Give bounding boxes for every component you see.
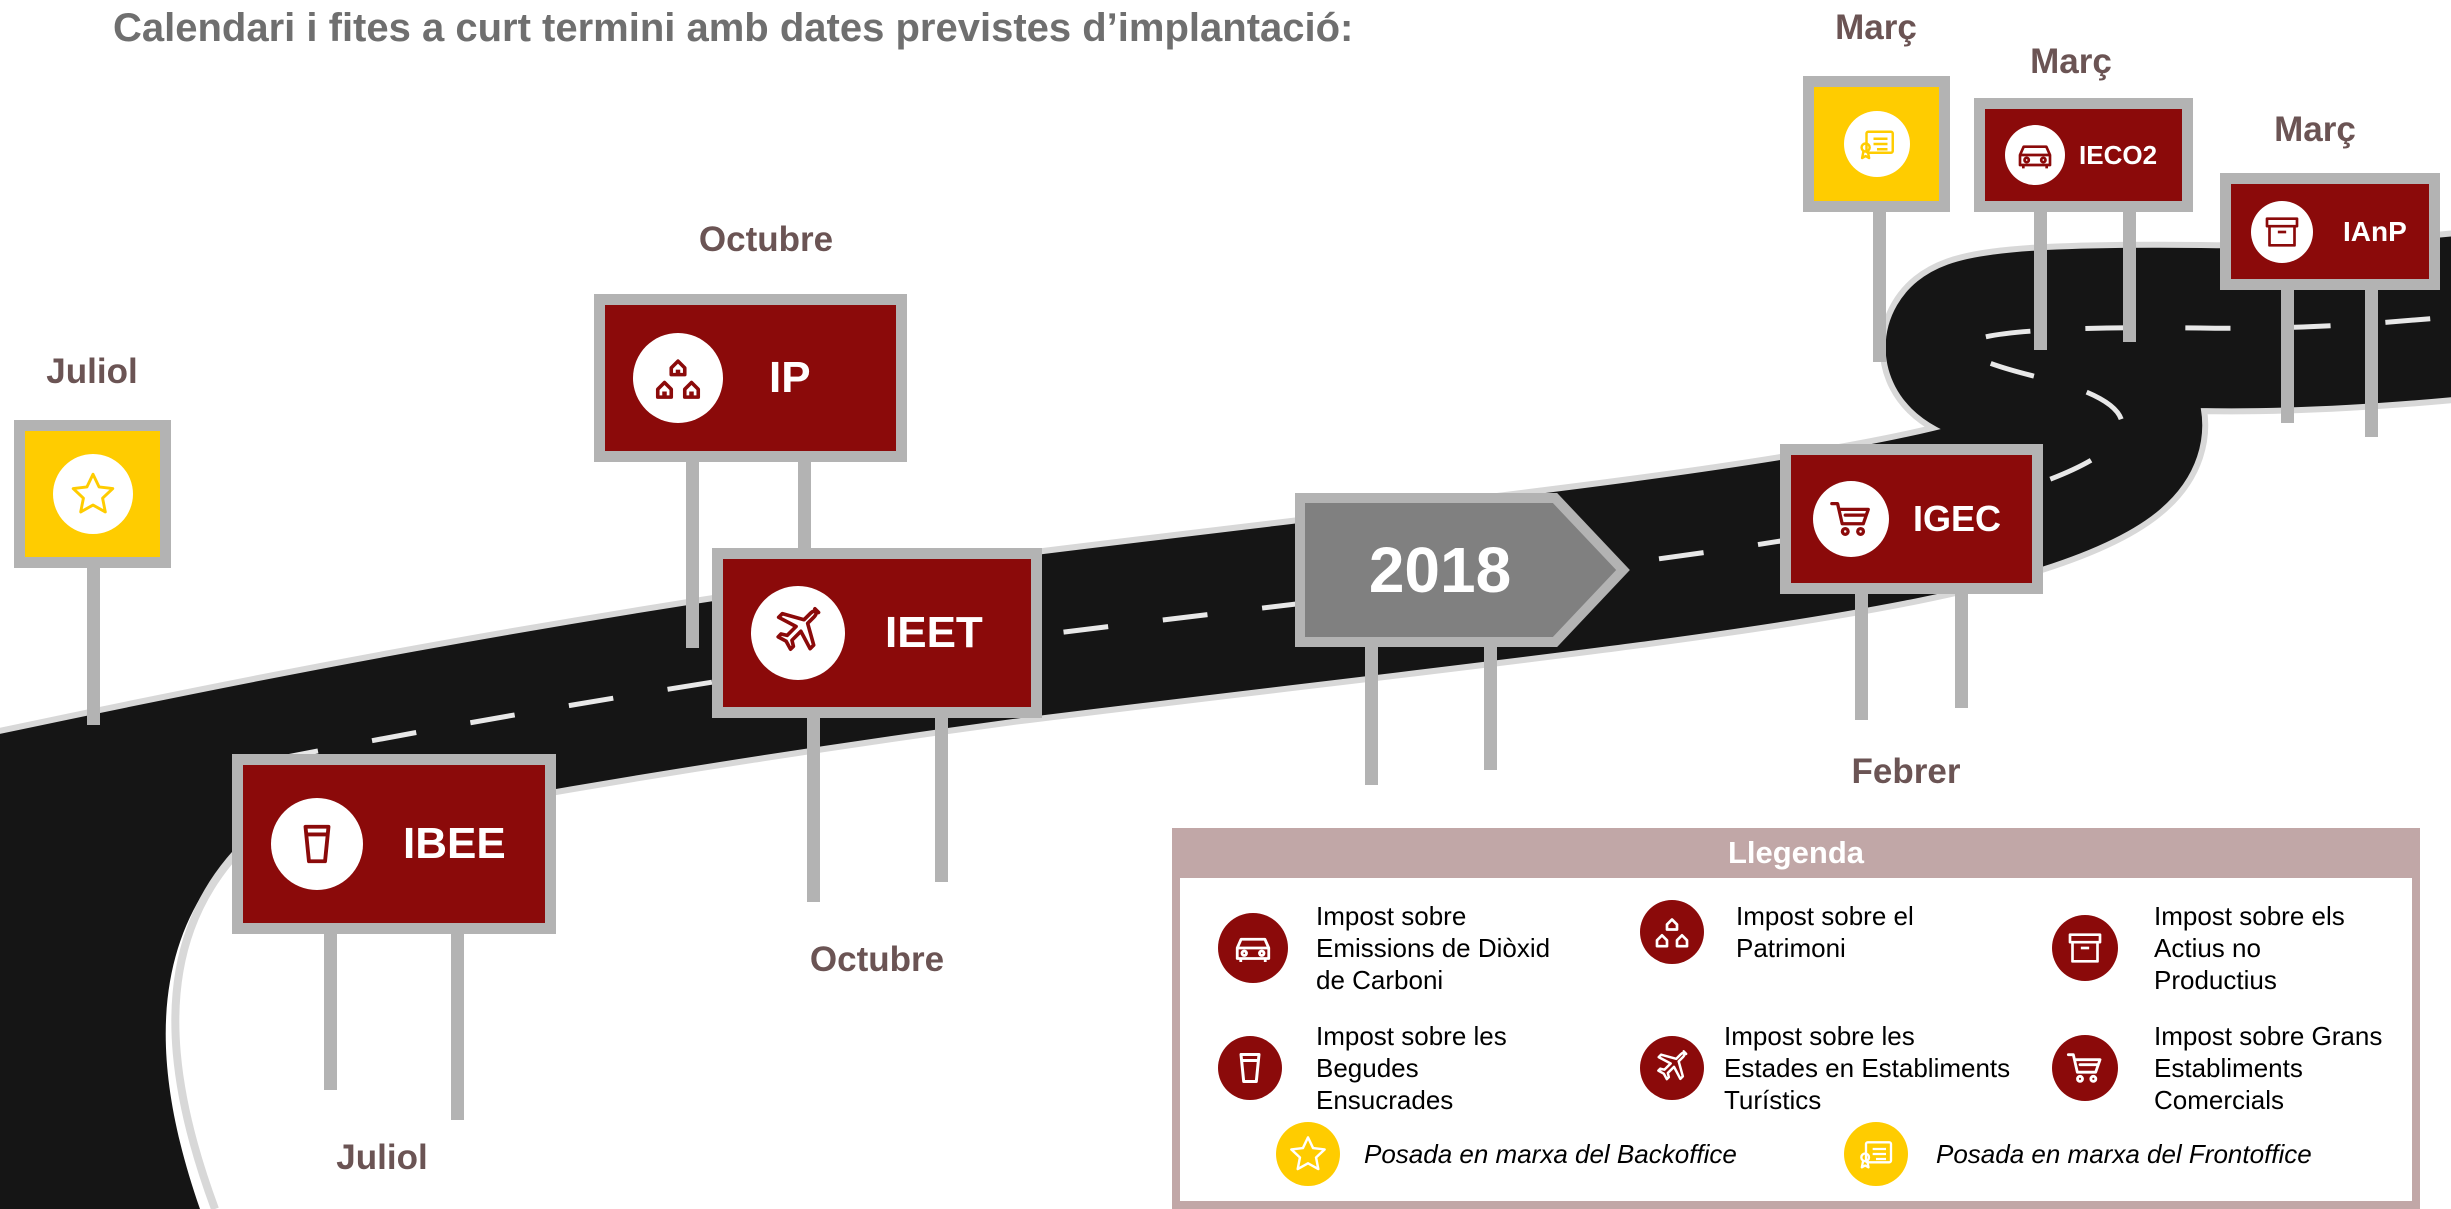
sign-ieco2: IECO2 [1974, 98, 2193, 212]
legend-item-ip: Impost sobre el Patrimoni [1640, 900, 1914, 964]
sign-label-igec: IGEC [1913, 498, 2002, 539]
box-icon [2251, 200, 2313, 263]
sign-label-ip: IP [769, 353, 811, 402]
sign-ieet: IEET [712, 548, 1042, 718]
sign-pole [686, 450, 699, 648]
page-title: Calendari i fites a curt termini amb dat… [113, 6, 1354, 50]
sign-label-ianp: IAnP [2343, 215, 2407, 247]
certificate-icon [1844, 1122, 1908, 1186]
legend-text: Impost sobre Emissions de Diòxid de Carb… [1316, 901, 1551, 995]
sign-pole [807, 700, 820, 902]
month-label-backoffice: Juliol [46, 352, 138, 391]
airplane-icon [1640, 1036, 1704, 1100]
sign-label-ieet: IEET [885, 608, 983, 657]
year-label: 2018 [1368, 534, 1512, 606]
month-label-igec: Febrer [1851, 752, 1961, 791]
sign-label-ibee: IBEE [403, 819, 506, 868]
month-label-ip: Octubre [698, 220, 834, 259]
sign-pole [451, 925, 464, 1120]
sign-pole [1955, 578, 1968, 708]
sign-pole [324, 925, 337, 1090]
car-icon [2005, 125, 2065, 185]
certificate-icon [1843, 111, 1910, 177]
sign-igec: IGEC [1780, 444, 2043, 594]
sign-pole [798, 450, 811, 550]
sign-pole [935, 700, 948, 882]
cart-icon [2052, 1035, 2118, 1101]
legend-text: Impost sobre les Estades en Establiments… [1724, 1021, 2011, 1115]
legend-item-igec: Impost sobre Grans Establiments Comercia… [2052, 1020, 2382, 1116]
sign-ianp: IAnP [2220, 173, 2440, 290]
cup-icon [271, 798, 363, 890]
legend-item-ibee: Impost sobre les Begudes Ensucrades [1218, 1020, 1507, 1116]
sign-pole [1873, 200, 1886, 362]
sign-frontoffice [1803, 76, 1950, 212]
sign-pole [1484, 640, 1497, 770]
sign-pole [2281, 275, 2294, 423]
month-label-ibee: Juliol [336, 1138, 428, 1177]
airplane-icon [751, 586, 845, 680]
cart-icon [1813, 481, 1889, 557]
sign-ip: IP [594, 294, 907, 462]
sign-pole [2123, 202, 2136, 342]
cup-icon [1218, 1036, 1282, 1100]
legend-text: Impost sobre els Actius no Productius [2154, 901, 2345, 995]
legend-text: Impost sobre Grans Establiments Comercia… [2154, 1021, 2383, 1115]
legend-item-ieco2: Impost sobre Emissions de Diòxid de Carb… [1218, 900, 1550, 996]
legend-panel: Llegenda Impost sobre Emissions de Diòxi… [1172, 828, 2420, 1209]
sign-pole [2365, 275, 2378, 437]
legend-title: Llegenda [1172, 828, 2420, 878]
legend-item-ianp: Impost sobre els Actius no Productius [2052, 900, 2345, 996]
star-icon [52, 454, 133, 534]
month-label-frontoffice: Març [1835, 8, 1917, 47]
arrow-sign-shape [1295, 493, 1630, 647]
sign-label-ieco2: IECO2 [2079, 139, 2158, 170]
sign-pole [1365, 640, 1378, 785]
star-icon [1276, 1122, 1340, 1186]
houses-icon [633, 333, 723, 423]
car-icon [1218, 913, 1288, 983]
legend-text: Posada en marxa del Frontoffice [1936, 1139, 2312, 1169]
legend-item-ieet: Impost sobre les Estades en Establiments… [1640, 1020, 2010, 1116]
legend-item-frontoffice: Posada en marxa del Frontoffice [1844, 1122, 2312, 1186]
month-label-ieet: Octubre [809, 940, 945, 979]
sign-backoffice [14, 420, 171, 568]
sign-ibee: IBEE [232, 754, 556, 934]
box-icon [2052, 915, 2118, 981]
legend-text: Impost sobre les Begudes Ensucrades [1316, 1021, 1507, 1115]
legend-item-backoffice: Posada en marxa del Backoffice [1276, 1122, 1737, 1186]
month-label-ieco2: Març [2030, 42, 2112, 81]
houses-icon [1640, 900, 1704, 964]
month-label-ianp: Març [2274, 110, 2356, 149]
legend-text: Impost sobre el Patrimoni [1736, 901, 1914, 963]
sign-pole [2034, 202, 2047, 350]
sign-pole [1855, 578, 1868, 720]
legend-text: Posada en marxa del Backoffice [1364, 1139, 1737, 1169]
sign-pole [87, 550, 100, 725]
